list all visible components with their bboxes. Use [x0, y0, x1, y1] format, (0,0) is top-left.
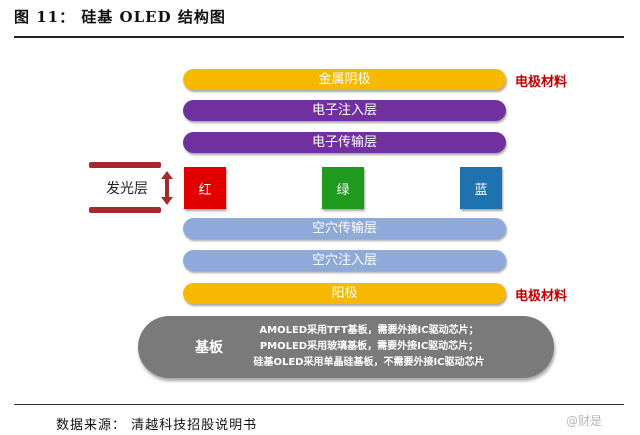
substrate-note: AMOLED采用TFT基板，需要外接IC驱动芯片； — [259, 325, 479, 336]
electrode-material-label-bottom: 电极材料 — [515, 289, 568, 304]
substrate-note: PMOLED采用玻璃基板，需要外接IC驱动芯片； — [259, 341, 479, 352]
electrode-material-label-top: 电极材料 — [515, 75, 568, 90]
emission-green: 绿 — [322, 167, 364, 209]
figure-title: 图 11： 硅基 OLED 结构图 — [14, 8, 226, 26]
double-arrow-icon — [161, 171, 173, 205]
emission-red: 红 — [184, 167, 226, 209]
substrate-notes: AMOLED采用TFT基板，需要外接IC驱动芯片； PMOLED采用玻璃基板，需… — [238, 323, 500, 371]
watermark: @财是 — [566, 414, 603, 428]
substrate — [138, 316, 554, 378]
emission-bracket-top — [89, 162, 161, 168]
title-divider — [14, 36, 624, 38]
footer-divider — [14, 404, 624, 405]
substrate-note: 硅基OLED采用单晶硅基板，不需要外接IC驱动芯片 — [253, 357, 485, 368]
layer-hole-transport: 空穴传输层 — [183, 218, 506, 239]
layer-electron-transport: 电子传输层 — [183, 132, 506, 153]
layer-anode: 阳极 — [183, 283, 506, 304]
emission-layer-label: 发光层 — [106, 181, 148, 197]
substrate-label: 基板 — [195, 340, 223, 356]
emission-bracket-bottom — [89, 207, 161, 213]
layer-metal-cathode: 金属阴极 — [183, 69, 506, 90]
emission-blue: 蓝 — [460, 167, 502, 209]
layer-hole-injection: 空穴注入层 — [183, 250, 506, 271]
source-note: 数据来源： 清越科技招股说明书 — [56, 418, 258, 433]
layer-electron-injection: 电子注入层 — [183, 100, 506, 121]
